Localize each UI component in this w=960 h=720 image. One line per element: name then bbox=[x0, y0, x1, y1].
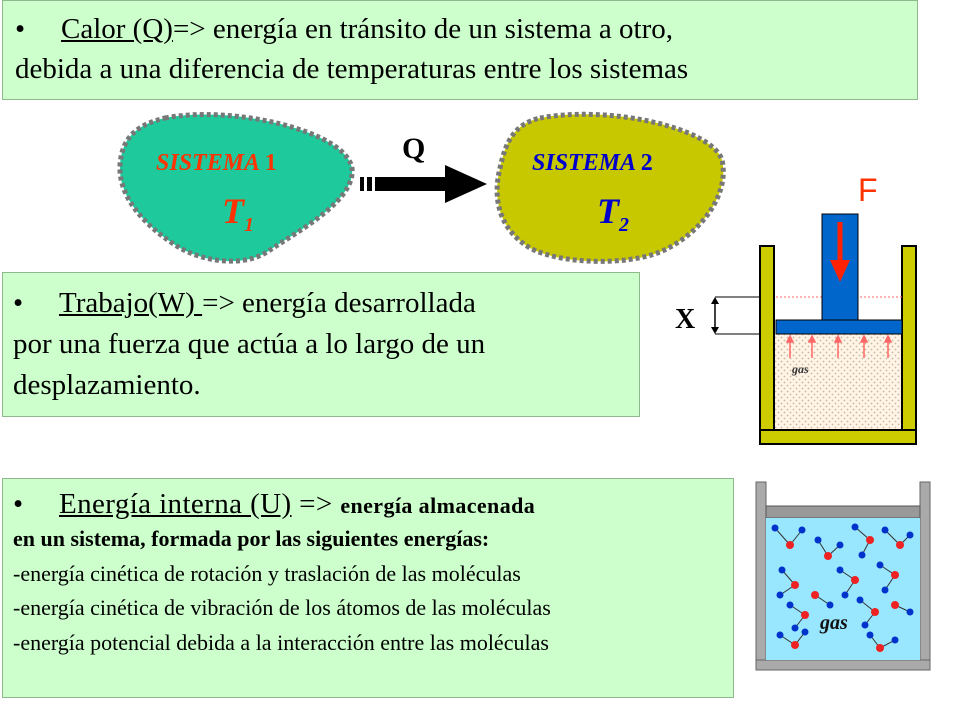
energia-item-3: -energía potencial debida a la interacci… bbox=[13, 630, 549, 655]
sistema-2-label: SISTEMA 2 bbox=[532, 150, 653, 177]
gas-label-molecules: gas bbox=[820, 612, 848, 634]
trabajo-term: Trabajo(W) bbox=[59, 287, 203, 319]
bullet: • bbox=[13, 488, 24, 520]
sistema-1-word: SISTEMA bbox=[156, 150, 259, 176]
sistema-1-blob bbox=[117, 112, 355, 264]
energia-definition: energía almacenada bbox=[340, 493, 536, 518]
energia-term: Energía interna (U) bbox=[59, 488, 292, 520]
energia-arrow: => bbox=[291, 488, 341, 520]
energia-item-1: -energía cinética de rotación y traslaci… bbox=[13, 561, 521, 586]
sistema-1-number: 1 bbox=[264, 150, 277, 176]
temperature-2-symbol: T bbox=[597, 191, 619, 231]
heat-q-label: Q bbox=[402, 132, 426, 165]
piston-diagram bbox=[711, 213, 917, 445]
energia-item-2: -energía cinética de vibración de los át… bbox=[13, 595, 551, 620]
trabajo-definition: => energía desarrollada bbox=[202, 287, 476, 319]
bullet: • bbox=[13, 287, 24, 319]
displacement-x-label: X bbox=[675, 304, 696, 335]
trabajo-line-1: • Trabajo(W) => energía desarrollada bbox=[13, 283, 629, 324]
energia-interna-box: • Energía interna (U) => energía almacena… bbox=[2, 478, 734, 698]
bullet: • bbox=[15, 13, 26, 45]
trabajo-line-3: desplazamiento. bbox=[13, 369, 201, 401]
sistema-2-number: 2 bbox=[640, 150, 653, 176]
calor-line-1: • Calor (Q)=> energía en tránsito de un s… bbox=[15, 9, 907, 49]
temperature-1-subscript: 1 bbox=[244, 214, 254, 237]
temperature-2-subscript: 2 bbox=[619, 214, 629, 237]
trabajo-definition-box: • Trabajo(W) => energía desarrollada por … bbox=[2, 272, 640, 417]
calor-term: Calor (Q) bbox=[61, 13, 173, 45]
gas-label-piston: gas bbox=[792, 362, 809, 376]
energia-line-1: • Energía interna (U) => energía almacena… bbox=[13, 489, 727, 521]
calor-definition-box: • Calor (Q)=> energía en tránsito de un s… bbox=[2, 0, 918, 100]
sistema-1-label: SISTEMA 1 bbox=[156, 150, 277, 177]
temperature-1-label: T1 bbox=[222, 190, 254, 237]
temperature-2-label: T2 bbox=[597, 190, 629, 237]
calor-definition: => energía en tránsito de un sistema a o… bbox=[172, 13, 674, 45]
trabajo-line-2: por una fuerza que actúa a lo largo de u… bbox=[13, 328, 486, 360]
heat-arrow bbox=[360, 165, 487, 203]
temperature-1-symbol: T bbox=[222, 191, 244, 231]
gas-molecules-diagram bbox=[755, 481, 931, 671]
force-label: F bbox=[858, 172, 878, 208]
calor-line-2: debida a una diferencia de temperaturas … bbox=[15, 53, 689, 85]
sistema-2-word: SISTEMA bbox=[532, 150, 635, 176]
sistema-2-blob bbox=[494, 111, 726, 264]
energia-line-2: en un sistema, formada por las siguiente… bbox=[13, 526, 490, 551]
